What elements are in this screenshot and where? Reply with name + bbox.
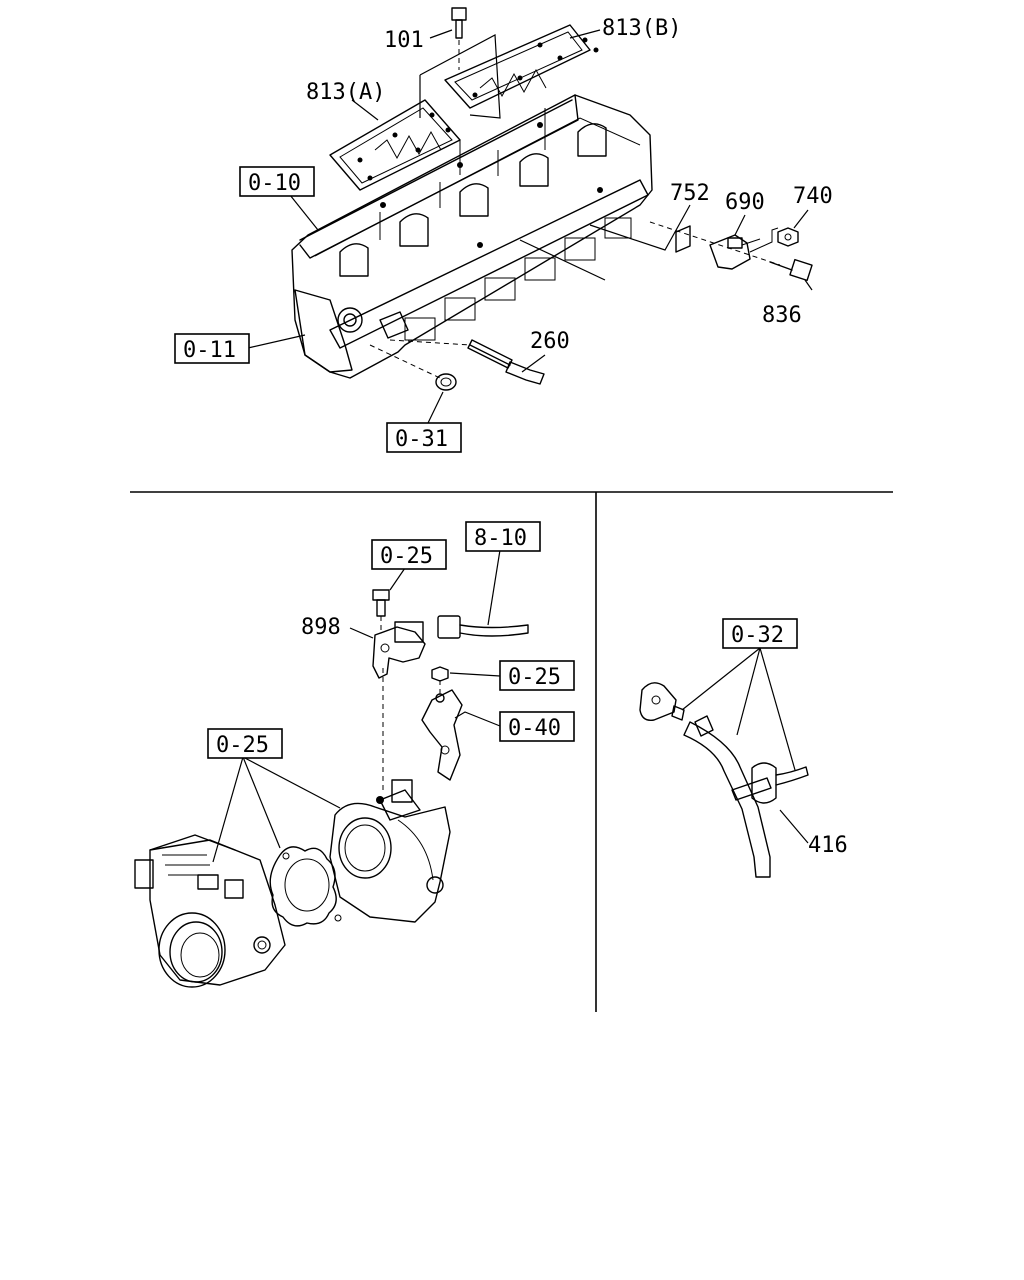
callout-box-0-32 bbox=[722, 618, 798, 649]
panel-dividers bbox=[130, 491, 893, 1012]
callout-box-0-10 bbox=[239, 166, 315, 197]
water-pipe-assembly bbox=[639, 682, 809, 878]
callout-690: 690 bbox=[725, 190, 765, 215]
throttle-body-assembly bbox=[134, 834, 286, 988]
callout-0-11: 0-11 bbox=[183, 338, 236, 363]
callout-0-40: 0-40 bbox=[508, 716, 561, 741]
callout-101: 101 bbox=[384, 28, 424, 53]
gasket-throttle bbox=[269, 846, 342, 927]
callout-box-0-40 bbox=[499, 711, 575, 742]
callout-813b: 813(B) bbox=[602, 16, 681, 41]
bottom-right-leaders bbox=[681, 647, 809, 844]
callout-box-0-25-top bbox=[371, 539, 447, 570]
bottom-left-leaders bbox=[212, 549, 501, 863]
nut-0-25 bbox=[431, 666, 449, 695]
callout-box-0-11 bbox=[174, 333, 250, 364]
callout-836: 836 bbox=[762, 303, 802, 328]
callout-752: 752 bbox=[670, 181, 710, 206]
callout-260: 260 bbox=[530, 329, 570, 354]
callout-box-0-31 bbox=[386, 422, 462, 453]
callout-0-25-nut: 0-25 bbox=[508, 665, 561, 690]
sensor-260 bbox=[389, 339, 545, 385]
bolt-101 bbox=[451, 7, 467, 70]
callout-898: 898 bbox=[301, 615, 341, 640]
callout-box-0-25-left bbox=[207, 728, 283, 759]
gasket-813a bbox=[329, 99, 461, 191]
gasket-813b bbox=[444, 24, 599, 109]
cylinder-head-assembly bbox=[291, 94, 653, 379]
plug-0-31 bbox=[369, 344, 457, 391]
sensor-690 bbox=[709, 234, 761, 270]
callout-0-32: 0-32 bbox=[731, 623, 784, 648]
bracket-0-40 bbox=[421, 689, 463, 781]
top-panel-leaders bbox=[247, 29, 813, 424]
callout-740: 740 bbox=[793, 184, 833, 209]
callout-416: 416 bbox=[808, 833, 848, 858]
callout-0-31: 0-31 bbox=[395, 427, 448, 452]
nut-740 bbox=[749, 227, 799, 253]
callout-0-10: 0-10 bbox=[248, 171, 301, 196]
callout-0-25-top: 0-25 bbox=[380, 544, 433, 569]
callout-8-10: 8-10 bbox=[474, 526, 527, 551]
intake-adapter bbox=[329, 779, 451, 923]
callout-box-8-10 bbox=[465, 521, 541, 552]
shim-752 bbox=[675, 225, 691, 253]
callout-box-0-25-nut bbox=[499, 660, 575, 691]
bolt-836 bbox=[649, 221, 813, 282]
sensor-898 bbox=[372, 621, 426, 790]
harness-8-10 bbox=[437, 615, 529, 639]
callout-813a: 813(A) bbox=[306, 80, 385, 105]
callout-0-25-left: 0-25 bbox=[216, 733, 269, 758]
bolt-0-25 bbox=[372, 589, 390, 632]
